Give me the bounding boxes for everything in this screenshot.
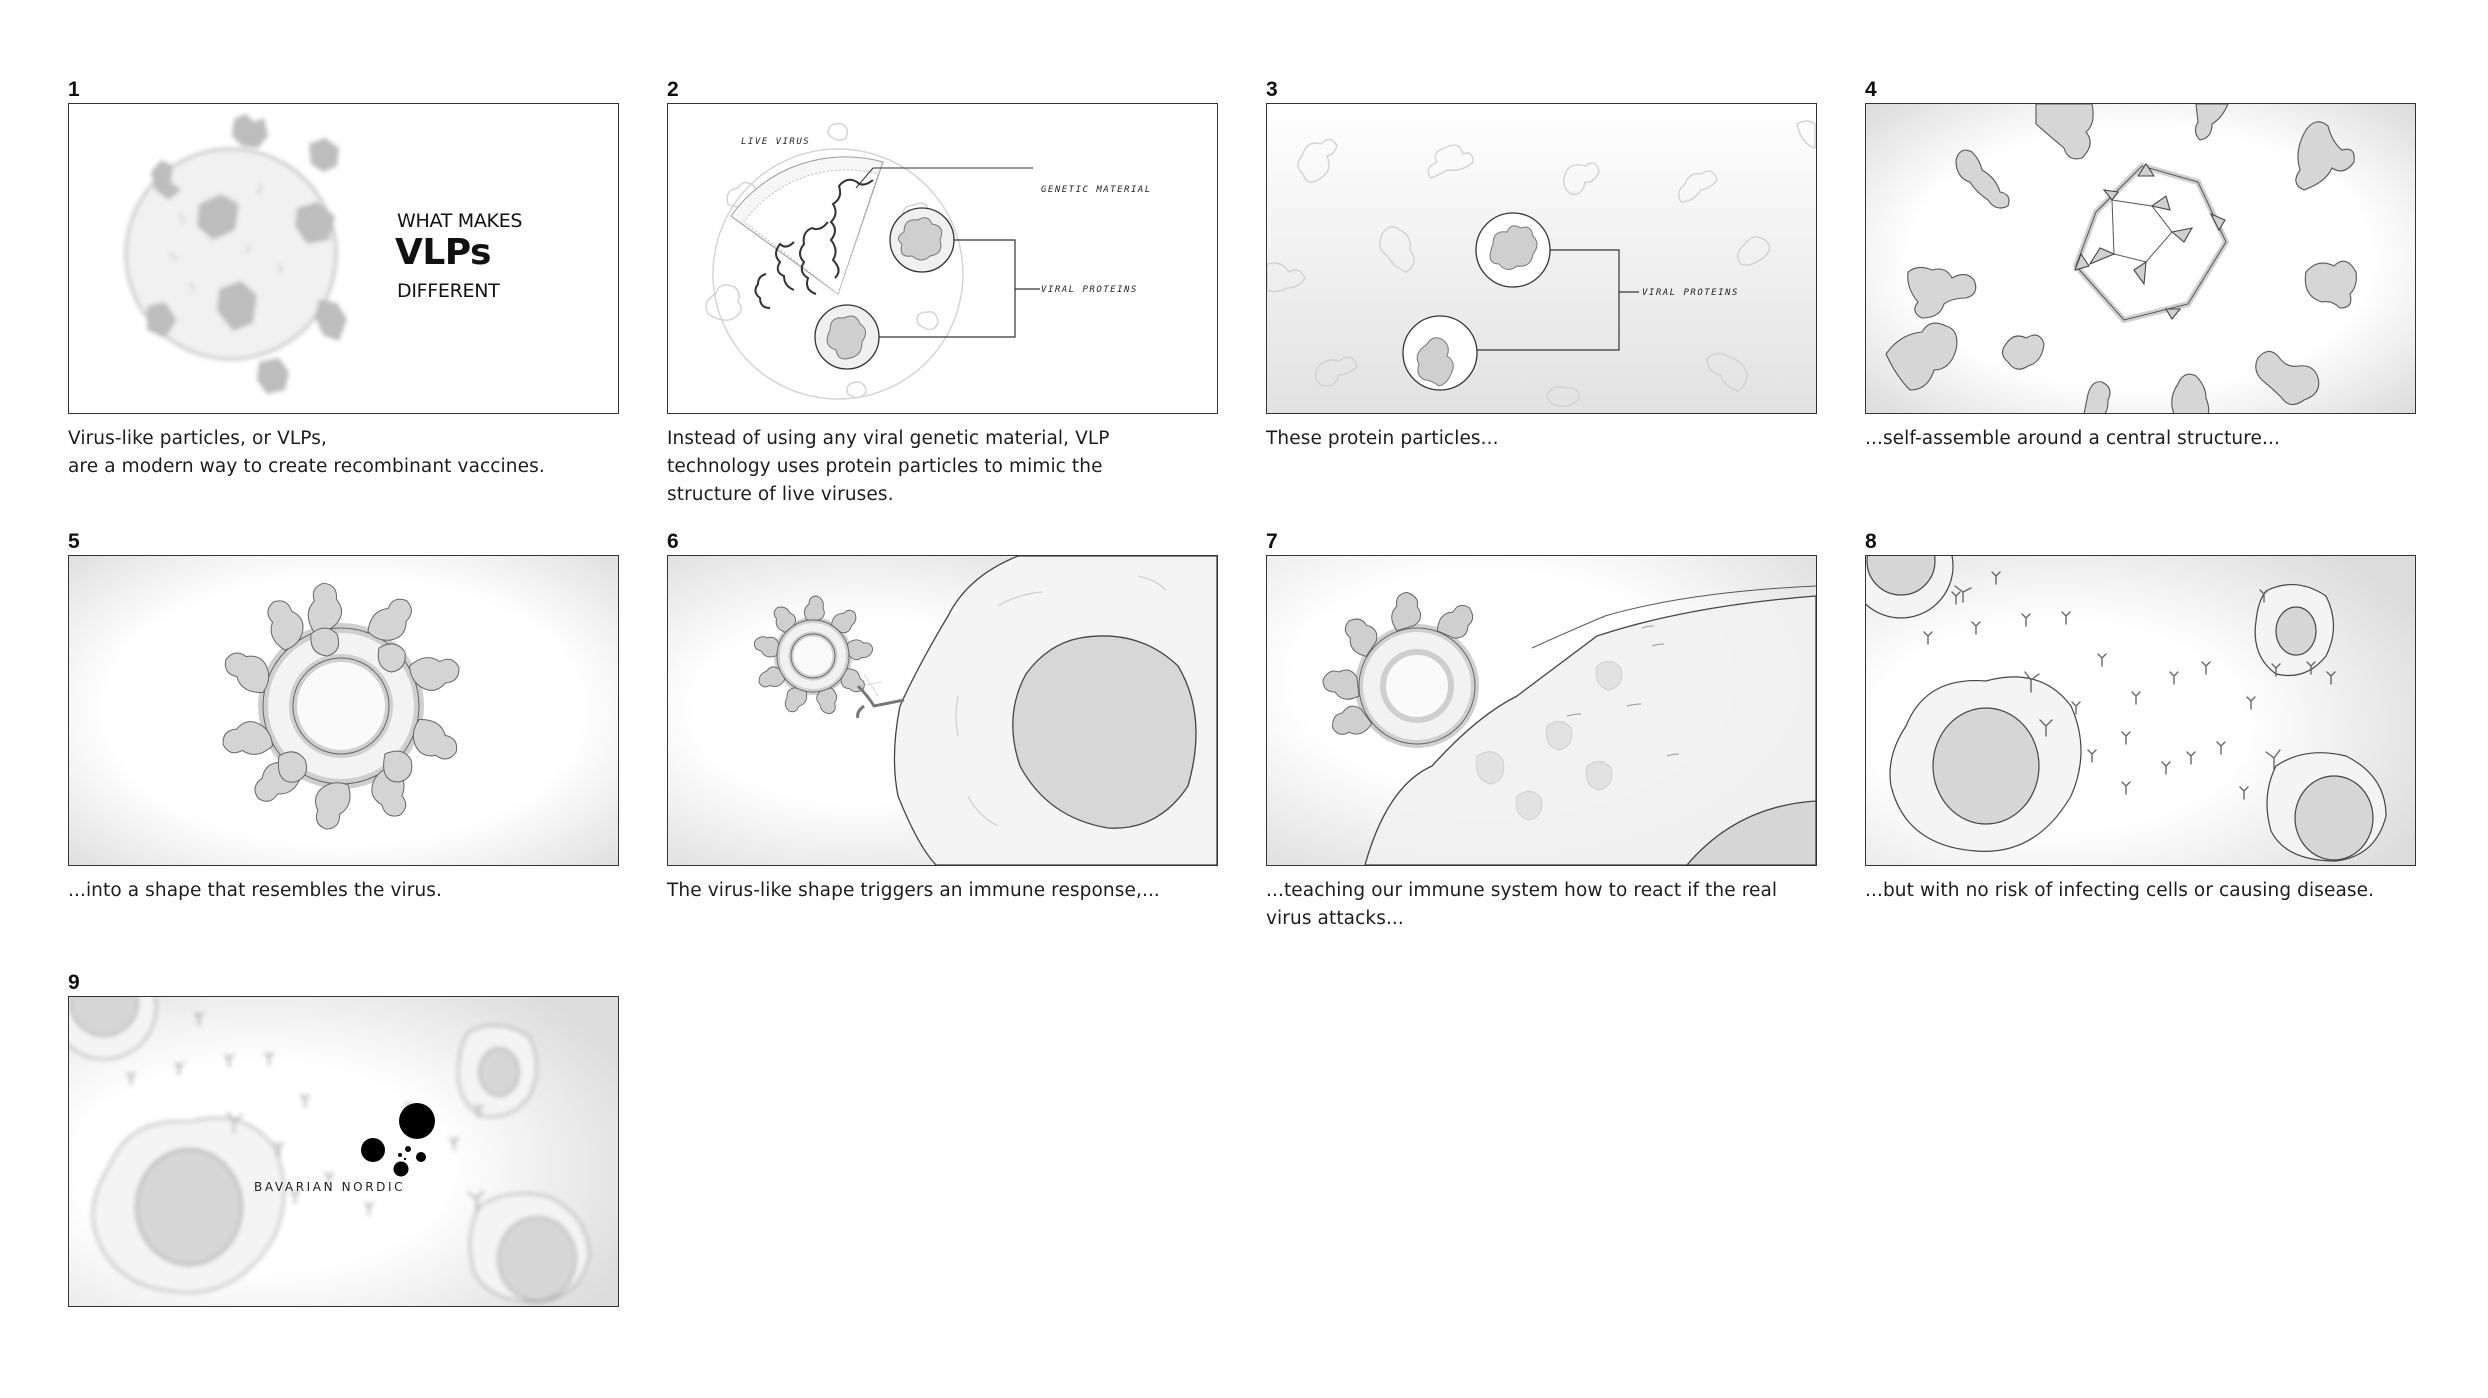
panel-frame: WHAT MAKES VLPs DIFFERENT [68,103,619,414]
viral-proteins-label: VIRAL PROTEINS [1642,288,1739,298]
closing-logo-illustration: BAVARIAN NORDIC [69,997,618,1306]
live-virus-label: LIVE VIRUS [741,137,810,147]
panel-caption: ...but with no risk of infecting cells o… [1865,877,2425,905]
panel-caption: ...teaching our immune system how to rea… [1266,877,1826,933]
caption-line: ...teaching our immune system how to rea… [1266,880,1778,901]
title-line-3: DIFFERENT [397,280,500,302]
panel-frame [667,555,1218,866]
assembled-vlp-illustration [69,556,618,865]
caption-line: ...but with no risk of infecting cells o… [1865,880,2375,901]
caption-line: These protein particles... [1266,428,1499,449]
antibody-icons [1923,571,2336,800]
cells-and-antibodies-illustration [1866,556,2415,865]
panel-frame [68,555,619,866]
panel-caption: Instead of using any viral genetic mater… [667,425,1227,509]
panel-number: 4 [1865,78,1877,101]
panel-number: 2 [667,78,679,101]
caption-line: Instead of using any viral genetic mater… [667,428,1110,449]
caption-line: structure of live viruses. [667,484,894,505]
panel-frame [1865,555,2416,866]
blurred-virus-illustration [124,114,347,394]
caption-line: ...self-assemble around a central struct… [1865,428,2280,449]
panel-number: 3 [1266,78,1278,101]
immune-response-illustration [668,556,1217,865]
panel-number: 6 [667,530,679,553]
panel-frame [1865,103,2416,414]
panel-number: 1 [68,78,80,101]
panel-number: 7 [1266,530,1278,553]
panel-caption: ...self-assemble around a central struct… [1865,425,2425,453]
caption-line: are a modern way to create recombinant v… [68,456,545,477]
panel-caption: ...into a shape that resembles the virus… [68,877,628,905]
panel-frame: VIRAL PROTEINS [1266,103,1817,414]
genetic-material-label: GENETIC MATERIAL [1041,185,1152,195]
self-assembly-illustration [1866,104,2415,413]
panel-caption: The virus-like shape triggers an immune … [667,877,1227,905]
live-virus-cutaway-illustration: LIVE VIRUS GENETIC MATERIAL VIRAL PROTEI… [705,122,1152,400]
viral-proteins-label: VIRAL PROTEINS [1041,285,1138,295]
bavarian-nordic-logo: BAVARIAN NORDIC [254,1103,435,1194]
caption-line: ...into a shape that resembles the virus… [68,880,443,901]
panel-number: 8 [1865,530,1877,553]
panel-number: 5 [68,530,80,553]
protein-particles-illustration: VIRAL PROTEINS [1267,104,1816,413]
panel-frame: BAVARIAN NORDIC [68,996,619,1307]
panel-number: 9 [68,971,80,994]
logo-text: BAVARIAN NORDIC [254,1180,405,1194]
title-line-1: WHAT MAKES [397,210,523,232]
caption-line: virus attacks... [1266,908,1404,929]
panel-caption: Virus-like particles, or VLPs, are a mod… [68,425,628,481]
caption-line: technology uses protein particles to mim… [667,456,1103,477]
immune-system-teaching-illustration [1267,556,1816,865]
panel-frame [1266,555,1817,866]
title-line-2: VLPs [395,232,491,273]
panel-frame: LIVE VIRUS GENETIC MATERIAL VIRAL PROTEI… [667,103,1218,414]
caption-line: The virus-like shape triggers an immune … [667,880,1160,901]
caption-line: Virus-like particles, or VLPs, [68,428,327,449]
panel-caption: These protein particles... [1266,425,1826,453]
